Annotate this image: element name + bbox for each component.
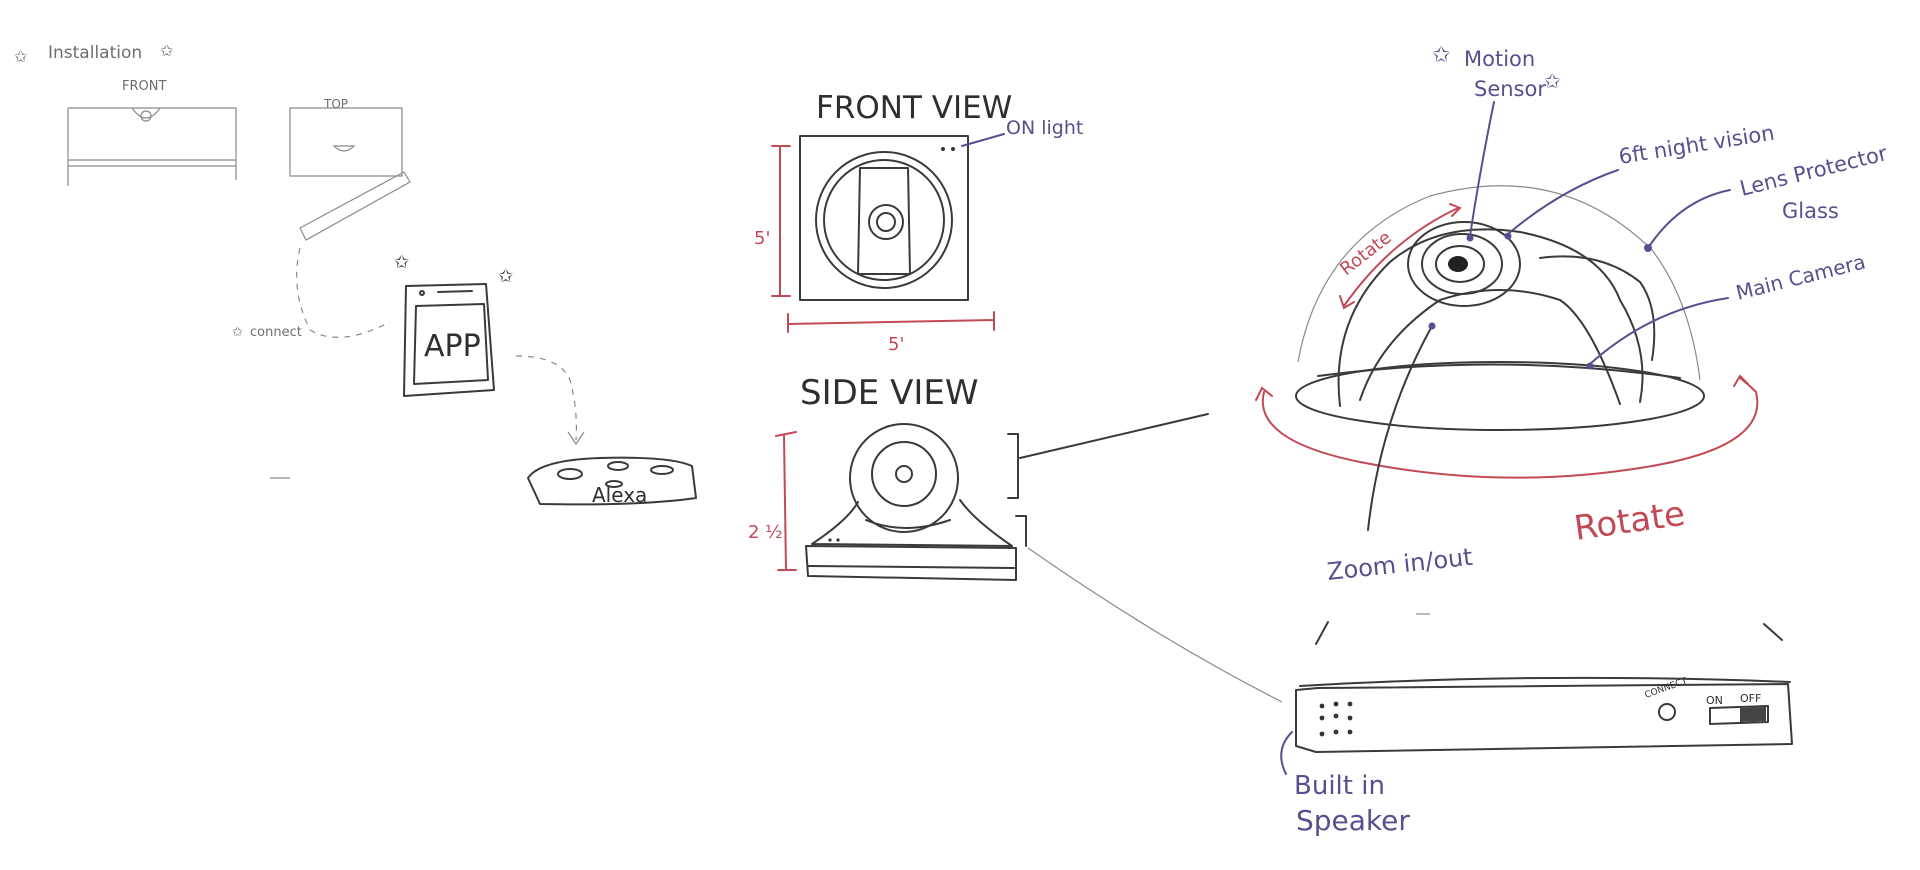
on-light-label: ON light [1006, 117, 1083, 139]
front-height-label: 5' [754, 228, 770, 249]
side-height-label: 2 ½' [748, 522, 788, 543]
front-small-label: FRONT [122, 79, 166, 94]
connect-button-sketch [1658, 703, 1676, 721]
front-view-title: FRONT VIEW [816, 90, 1012, 126]
dome-camera-section: ✩ Motion Sensor ✩ 6ft night vision Lens … [1255, 43, 1890, 586]
motion-sensor-label-1: Motion [1464, 47, 1535, 71]
rotate-large-label: Rotate [1572, 494, 1688, 549]
app-label: APP [424, 329, 481, 364]
star-icon: ✩ [394, 252, 409, 273]
front-height-dimension [771, 145, 791, 297]
star-icon: ✩ [1544, 69, 1561, 93]
star-icon: ✩ [1432, 43, 1450, 68]
lens-protector-pointer [1647, 189, 1731, 249]
front-install-sketch [67, 107, 237, 186]
connector-line-dome [1019, 413, 1209, 459]
main-camera-label: Main Camera [1733, 249, 1867, 304]
phone-app-sketch [403, 283, 495, 397]
side-view-section: SIDE VIEW 2 ½' [748, 373, 1027, 581]
base-unit-section: CONNECT ON OFF Built in Speaker [1280, 613, 1793, 837]
motion-sensor-label-2: Sensor [1474, 77, 1546, 101]
built-in-label-1: Built in [1294, 771, 1385, 801]
power-switch-sketch [1709, 705, 1769, 725]
installation-section: ✩ Installation ✩ FRONT TOP ✩ connect ✩ ✩… [14, 41, 697, 507]
built-in-label-2: Speaker [1296, 804, 1410, 837]
alexa-dashed-path [515, 355, 577, 441]
alexa-device-sketch [527, 456, 697, 506]
lens-protector-label-1: Lens Protector [1737, 141, 1890, 201]
night-vision-pointer [1507, 169, 1619, 235]
on-light-arrow [961, 133, 1005, 147]
connect-dashed-path [296, 247, 391, 338]
main-camera-pointer [1589, 297, 1729, 365]
star-icon: ✩ [160, 41, 174, 60]
side-height-dimension [775, 431, 797, 571]
front-width-dimension [787, 311, 995, 333]
star-icon: ✩ [14, 47, 28, 66]
zoom-label: Zoom in/out [1326, 543, 1474, 586]
top-install-sketch [289, 107, 411, 241]
connector-line-base [1027, 547, 1283, 703]
speaker-pointer [1280, 731, 1293, 775]
alexa-label: Alexa [592, 483, 647, 507]
motion-sensor-pointer [1469, 101, 1495, 237]
night-vision-label: 6ft night vision [1617, 121, 1776, 169]
front-width-label: 5' [888, 334, 904, 355]
zoom-pointer [1367, 325, 1433, 531]
switch-off-label: OFF [1740, 692, 1761, 705]
top-small-label: TOP [323, 97, 348, 111]
speaker-grille [1319, 701, 1353, 737]
side-view-title: SIDE VIEW [800, 373, 978, 413]
lens-protector-dome [1297, 185, 1701, 381]
connect-button-label: CONNECT [1644, 676, 1690, 701]
rotate-small-arrow [1343, 207, 1459, 307]
star-icon: ✩ [232, 325, 243, 340]
front-view-section: FRONT VIEW ON light 5' 5' [754, 90, 1083, 355]
connect-label: connect [250, 325, 302, 340]
star-icon: ✩ [498, 266, 513, 287]
on-light-dots [941, 147, 945, 151]
rotate-large-arrow [1261, 377, 1759, 479]
lens-protector-label-2: Glass [1782, 199, 1839, 223]
installation-label: Installation [48, 43, 142, 63]
switch-on-label: ON [1706, 694, 1723, 707]
